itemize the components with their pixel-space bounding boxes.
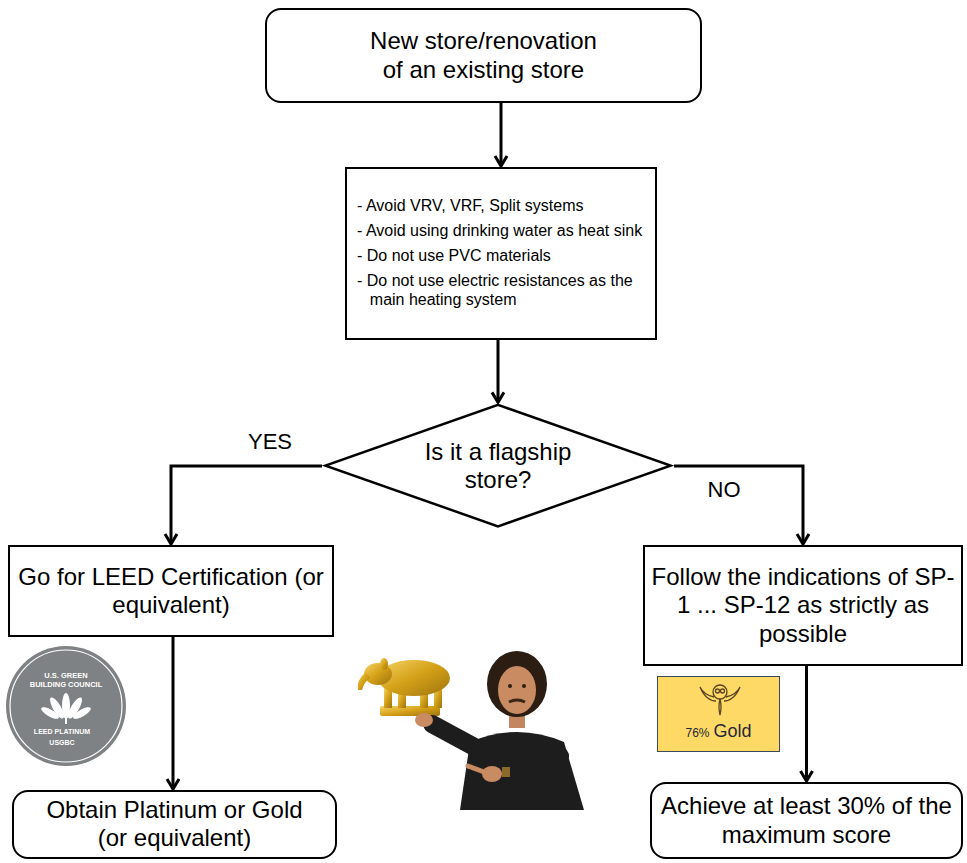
flow-arrow (497, 340, 500, 402)
node-text: Go for LEED Certification (or equivalent… (16, 563, 326, 620)
rule-item: - Avoid using drinking water as heat sin… (357, 222, 645, 241)
flow-arrow (805, 666, 808, 781)
logo-text: LEED PLATINUM (22, 728, 102, 736)
logo-ring (10, 650, 122, 762)
node-text: Follow the indications of SP-1 ... SP-12… (651, 563, 955, 648)
flow-arrow (171, 466, 322, 544)
badge-text: Gold (714, 721, 752, 742)
branch-label: YES (245, 430, 295, 454)
logo-leaves (40, 693, 93, 724)
start-box: New store/renovation of an existing stor… (265, 8, 702, 103)
flow-arrow (674, 466, 803, 544)
rule-item: - Avoid VRV, VRF, Split systems (357, 197, 645, 216)
rules-box: - Avoid VRV, VRF, Split systems - Avoid u… (345, 167, 657, 340)
result-box: Obtain Platinum or Gold (or equivalent) (12, 790, 337, 859)
flow-arrow (500, 103, 503, 166)
diamond-shape (326, 405, 671, 526)
result-box: Achieve at least 30% of the maximum scor… (650, 782, 963, 859)
leed-logo (4, 644, 128, 768)
logo-text: U.S. GREEN BUILDING COUNCIL (29, 672, 103, 689)
process-box: Go for LEED Certification (or equivalent… (8, 545, 334, 637)
golden-tapir-trophy (358, 658, 450, 716)
badge-text: 76% (685, 726, 709, 740)
node-text: Is it a flagship store? (398, 438, 598, 495)
rule-item: - Do not use electric resistances as the… (357, 272, 645, 310)
node-text: New store/renovation of an existing stor… (359, 27, 609, 84)
presenter-illustration (352, 628, 602, 810)
node-text: Obtain Platinum or Gold (or equivalent) (30, 796, 320, 853)
logo-text: USGBC (22, 739, 102, 747)
branch-label: NO (705, 478, 744, 502)
node-text: Achieve at least 30% of the maximum scor… (660, 792, 953, 849)
flow-arrow (172, 637, 175, 789)
logo-disc (6, 646, 126, 766)
badge-emblem (698, 681, 742, 719)
presenter-figure (415, 651, 584, 810)
decision-diamond: Is it a flagship store? (322, 403, 674, 528)
process-box: Follow the indications of SP-1 ... SP-12… (643, 545, 963, 666)
rule-item: - Do not use PVC materials (357, 247, 645, 266)
score-badge: 76% Gold (657, 676, 780, 752)
